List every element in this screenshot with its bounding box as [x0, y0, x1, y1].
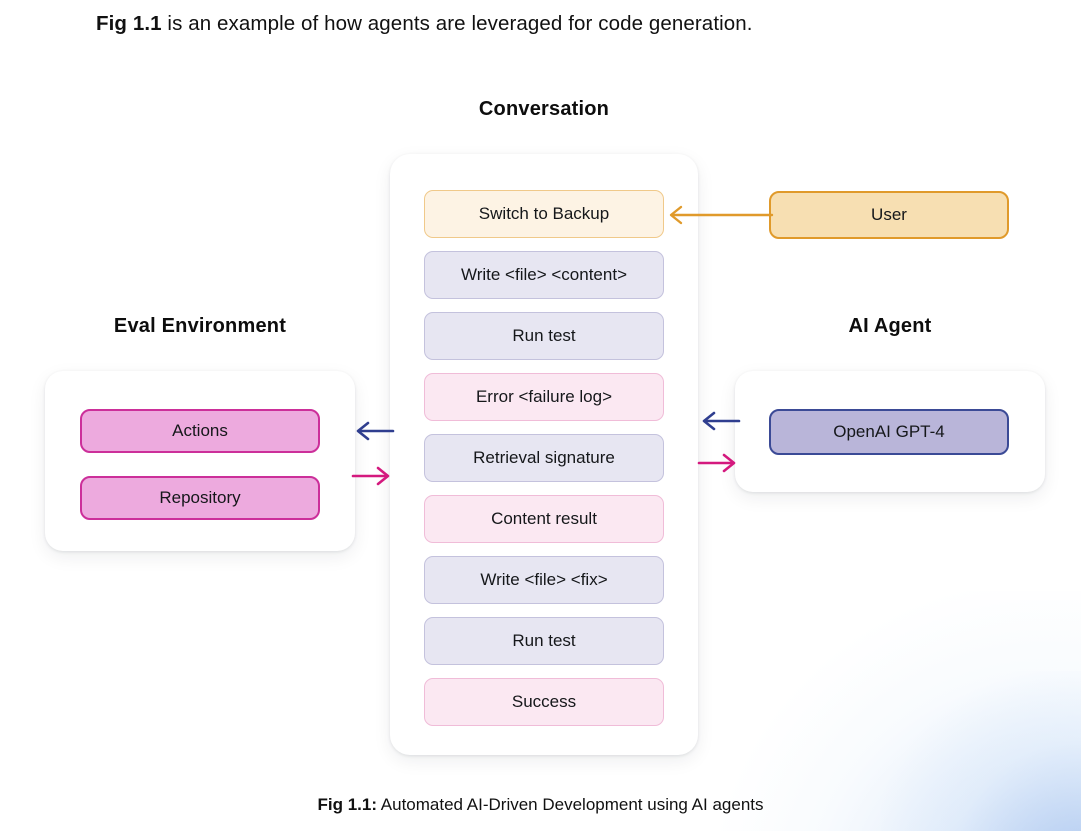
caption-rest: Automated AI-Driven Development using AI… [377, 795, 764, 814]
intro-bold-prefix: Fig 1.1 [96, 12, 162, 35]
conversation-message[interactable]: Success [424, 678, 664, 726]
arrow-from-eval-environment [351, 466, 390, 486]
eval-actions-box[interactable]: Actions [80, 409, 320, 453]
intro-rest: is an example of how agents are leverage… [161, 12, 753, 35]
conversation-message[interactable]: Write <file> <fix> [424, 556, 664, 604]
arrow-to-conversation-from-agent [702, 411, 741, 431]
intro-text: Fig 1.1 is an example of how agents are … [96, 12, 753, 36]
caption-bold-prefix: Fig 1.1: [317, 795, 377, 814]
conversation-section-title: Conversation [478, 98, 610, 120]
arrows-conversation-agent [697, 411, 741, 473]
arrow-to-agent-from-conversation [697, 453, 736, 473]
conversation-message[interactable]: Switch to Backup [424, 190, 664, 238]
arrow-to-eval-environment [356, 421, 395, 441]
conversation-message[interactable]: Write <file> <content> [424, 251, 664, 299]
eval-environment-section-title: Eval Environment [113, 315, 287, 337]
ai-agent-model-box[interactable]: OpenAI GPT-4 [769, 409, 1009, 455]
conversation-message[interactable]: Error <failure log> [424, 373, 664, 421]
conversation-message[interactable]: Run test [424, 617, 664, 665]
ai-agent-section-title: AI Agent [848, 315, 932, 337]
eval-repository-box[interactable]: Repository [80, 476, 320, 520]
user-box[interactable]: User [769, 191, 1009, 239]
figure-caption: Fig 1.1: Automated AI-Driven Development… [0, 795, 1081, 815]
arrows-conversation-eval [351, 421, 395, 486]
conversation-message[interactable]: Retrieval signature [424, 434, 664, 482]
eval-environment-panel [45, 371, 355, 551]
conversation-message[interactable]: Content result [424, 495, 664, 543]
conversation-message[interactable]: Run test [424, 312, 664, 360]
